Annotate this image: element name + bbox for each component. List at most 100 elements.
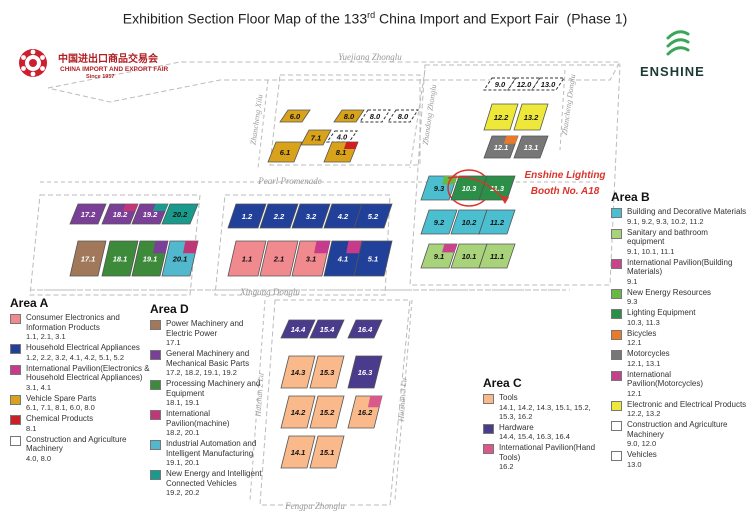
hall-shape: [478, 243, 516, 269]
legend-label: Electronic and Electrical Products: [627, 399, 747, 409]
hall-6-1[interactable]: 6.1: [267, 141, 303, 163]
hall-16-3[interactable]: 16.3: [347, 355, 383, 389]
hall-18-2[interactable]: 18.2: [101, 203, 139, 225]
road-zhancheng-donglu: Zhancheng Donglu: [560, 74, 577, 136]
legend-halls: 16.2: [499, 462, 514, 471]
hall-17-2[interactable]: 17.2: [69, 203, 107, 225]
hall-16-4[interactable]: 16.4: [347, 319, 383, 339]
hall-shape: [101, 240, 139, 277]
hall-15-2[interactable]: 15.2: [309, 395, 345, 429]
hall-shape: [359, 109, 391, 123]
hall-8-1[interactable]: 8.1: [323, 141, 359, 163]
hall-14-4[interactable]: 14.4: [280, 319, 316, 339]
booth-callout: Enshine Lighting Booth No. A18: [447, 170, 606, 204]
hall-label: 13.1: [524, 143, 539, 152]
hall-12-1[interactable]: 12.1: [483, 135, 519, 159]
legend-halls: 10.3, 11.3: [627, 317, 660, 327]
legend-item: Industrial Automation and Intelligent Ma…: [150, 439, 270, 467]
hall-9-3[interactable]: 9.3: [420, 175, 458, 201]
hall-label: 8.0: [370, 112, 381, 121]
hall-19-2[interactable]: 19.2: [131, 203, 169, 225]
hall-20-2[interactable]: 20.2: [161, 203, 199, 225]
hall-6-0[interactable]: 6.0: [279, 109, 311, 123]
hall-accent: [442, 244, 457, 253]
hall-5-2[interactable]: 5.2: [353, 203, 393, 229]
legend-item: International Pavilion(Hand Tools)16.2: [483, 443, 608, 471]
hall-15-3[interactable]: 15.3: [309, 355, 345, 389]
hall-19-1[interactable]: 19.1: [131, 240, 169, 277]
hall-3-1[interactable]: 3.1: [291, 240, 331, 277]
hall-label: 14.2: [291, 408, 306, 417]
hall-15-1[interactable]: 15.1: [309, 435, 345, 469]
hall-label: 4.1: [337, 255, 348, 264]
legend-label: Sanitary and bathroom equipment: [627, 227, 708, 247]
hall-label: 6.1: [280, 148, 290, 157]
road-fengpu: Fengpu Zhonglu: [284, 501, 345, 511]
hall-2-2[interactable]: 2.2: [259, 203, 299, 229]
brand-name: ENSHINE: [640, 64, 705, 79]
legend-label: Industrial Automation and Intelligent Ma…: [166, 439, 257, 458]
hall-20-1[interactable]: 20.1: [161, 240, 199, 277]
hall-4-0[interactable]: 4.0: [326, 130, 358, 143]
legend-halls: 12.2, 13.2: [627, 409, 661, 418]
hall-9-1[interactable]: 9.1: [420, 243, 458, 269]
legend-swatch: [483, 444, 494, 454]
hall-13-2[interactable]: 13.2: [513, 103, 549, 131]
hall-18-1[interactable]: 18.1: [101, 240, 139, 277]
hall-5-1[interactable]: 5.1: [353, 240, 393, 277]
hall-13-0[interactable]: 13.0: [531, 77, 565, 91]
legend-halls: 14.4, 15.4, 16.3, 16.4: [499, 432, 570, 441]
legend-swatch: [10, 415, 21, 425]
hall-7-1[interactable]: 7.1: [300, 129, 332, 146]
hall-label: 15.4: [320, 325, 335, 334]
hall-label: 14.4: [291, 325, 306, 334]
legend-swatch: [611, 400, 622, 411]
hall-2-1[interactable]: 2.1: [259, 240, 299, 277]
hall-11-1[interactable]: 11.1: [478, 243, 516, 269]
hall-13-1[interactable]: 13.1: [513, 135, 549, 159]
legend-item: International Pavilion(machine)18.2, 20.…: [150, 409, 270, 437]
road-zhandong: Zhandong Zhonglu: [421, 84, 438, 146]
hall-shape: [227, 240, 267, 277]
hall-14-3[interactable]: 14.3: [280, 355, 316, 389]
hall-accent: [183, 241, 198, 254]
hall-8-0[interactable]: 8.0: [359, 109, 391, 123]
hall-15-4[interactable]: 15.4: [309, 319, 345, 339]
hall-14-1[interactable]: 14.1: [280, 435, 316, 469]
legend-halls: 9.1, 10.1, 11.1: [627, 246, 675, 256]
hall-accent: [153, 241, 168, 254]
hall-label: 11.2: [490, 218, 505, 227]
hall-label: 1.1: [242, 255, 252, 264]
hall-8-0[interactable]: 8.0: [387, 109, 419, 123]
hall-accent: [367, 396, 382, 408]
hall-label: 17.1: [81, 255, 96, 264]
hall-1-1[interactable]: 1.1: [227, 240, 267, 277]
hall-1-2[interactable]: 1.2: [227, 203, 267, 229]
hall-9-0[interactable]: 9.0: [483, 77, 517, 91]
hall-11-2[interactable]: 11.2: [478, 209, 516, 235]
legend-swatch: [150, 410, 161, 420]
hall-3-2[interactable]: 3.2: [291, 203, 331, 229]
hall-14-2[interactable]: 14.2: [280, 395, 316, 429]
hall-16-2[interactable]: 16.2: [347, 395, 383, 429]
hall-12-2[interactable]: 12.2: [483, 103, 519, 131]
hall-12-0[interactable]: 12.0: [507, 77, 541, 91]
legend-swatch: [611, 208, 622, 218]
hall-label: 11.1: [490, 252, 504, 261]
hall-17-1[interactable]: 17.1: [69, 240, 107, 277]
hall-shape: [483, 103, 519, 131]
hall-8-0[interactable]: 8.0: [333, 109, 365, 123]
hall-label: 14.3: [291, 368, 306, 377]
hall-label: 2.1: [273, 255, 284, 264]
hall-9-2[interactable]: 9.2: [420, 209, 458, 235]
hall-shape: [309, 355, 345, 389]
hall-shape: [333, 109, 365, 123]
legend-halls: 8.1: [26, 423, 37, 433]
hall-label: 13.0: [541, 80, 556, 89]
hall-accent: [343, 142, 358, 149]
legend-label: Construction and Agriculture Machinery: [627, 420, 728, 439]
